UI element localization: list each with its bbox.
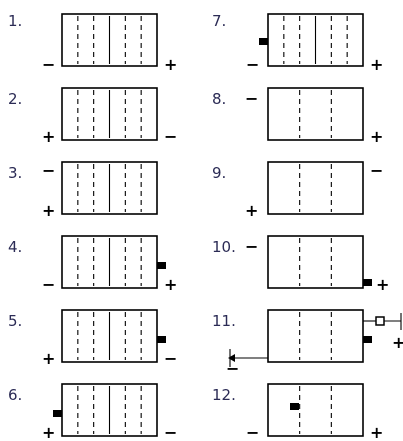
shapes-layer [53, 13, 402, 437]
cell-box-11 [267, 309, 364, 363]
item-9-positive-sign: + [245, 201, 258, 220]
cell-box-10 [267, 235, 364, 289]
item-11-switch-icon [375, 316, 385, 326]
terminal-marker-6 [53, 410, 62, 417]
cell-box-9 [267, 161, 364, 215]
item-11-arrow-icon [228, 354, 235, 362]
terminal-marker-5 [157, 336, 166, 343]
item-number-4: 4. [8, 238, 22, 256]
item-8-negative-sign: − [245, 89, 258, 108]
item-1-positive-sign: + [164, 55, 177, 74]
item-number-8: 8. [212, 90, 226, 108]
item-7-negative-sign: − [246, 55, 259, 74]
item-12-positive-sign: + [370, 423, 383, 441]
item-4-negative-sign: − [42, 275, 55, 294]
terminal-marker-11 [363, 336, 372, 343]
item-6-positive-sign: + [42, 423, 55, 441]
item-3-negative-sign: − [42, 161, 55, 180]
item-number-1: 1. [8, 12, 22, 30]
item-2-negative-sign: − [164, 127, 177, 146]
item-3-positive-sign: + [42, 201, 55, 220]
item-number-6: 6. [8, 386, 22, 404]
item-number-3: 3. [8, 164, 22, 182]
item-number-12: 12. [212, 386, 236, 404]
terminal-marker-12 [290, 403, 299, 410]
item-10-negative-sign: − [245, 237, 258, 256]
item-10-positive-sign: + [376, 275, 389, 294]
item-number-11: 11. [212, 312, 236, 330]
item-11-positive-sign: + [392, 333, 403, 352]
item-5-positive-sign: + [42, 349, 55, 368]
item-12-negative-sign: − [246, 423, 259, 441]
item-1-negative-sign: − [42, 55, 55, 74]
item-number-5: 5. [8, 312, 22, 330]
item-8-positive-sign: + [370, 127, 383, 146]
terminal-marker-7 [259, 38, 268, 45]
cell-box-12 [267, 383, 364, 437]
item-number-7: 7. [212, 12, 226, 30]
item-6-negative-sign: − [164, 423, 177, 441]
item-number-9: 9. [212, 164, 226, 182]
item-2-positive-sign: + [42, 127, 55, 146]
item-5-negative-sign: − [164, 349, 177, 368]
terminal-marker-10 [363, 279, 372, 286]
item-11-negative-sign: − [226, 359, 239, 378]
item-7-positive-sign: + [370, 55, 383, 74]
cell-box-8 [267, 87, 364, 141]
item-number-2: 2. [8, 90, 22, 108]
item-number-10: 10. [212, 238, 236, 256]
terminal-marker-4 [157, 262, 166, 269]
item-9-negative-sign: − [370, 161, 383, 180]
item-4-positive-sign: + [164, 275, 177, 294]
